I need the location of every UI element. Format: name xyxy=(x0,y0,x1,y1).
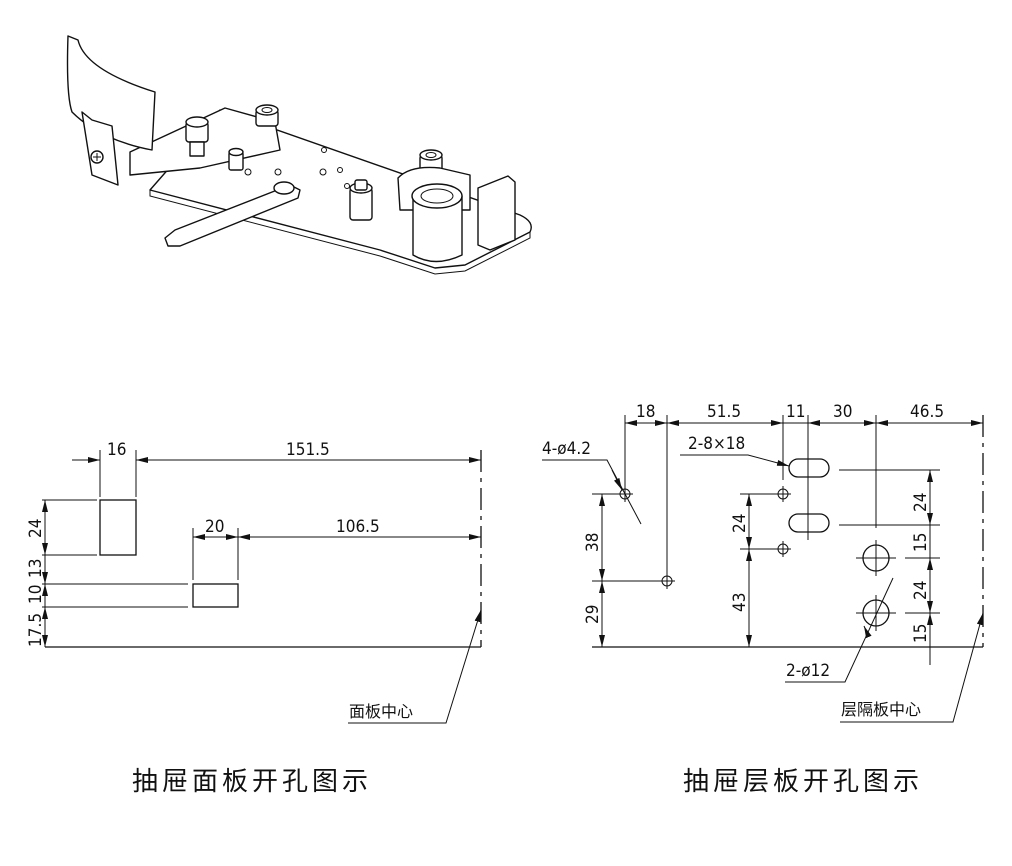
callout-slots: 2-8×18 xyxy=(688,434,745,454)
dim-gap: 13 xyxy=(26,559,46,578)
slot-1 xyxy=(788,458,830,478)
panel-cutout-drawing: 16 151.5 20 106.5 24 13 10 17.5 面板中心 抽屉面… xyxy=(26,440,482,797)
dim-right-2: 15 xyxy=(911,533,931,552)
shelf-caption: 抽屉层板开孔图示 xyxy=(683,767,923,797)
dim-right-3: 24 xyxy=(911,581,931,600)
lever-arm xyxy=(164,184,301,247)
bolt-2 xyxy=(255,104,279,127)
lock-assembly-illustration xyxy=(66,35,532,275)
dim-hole2-height: 10 xyxy=(26,585,46,604)
dim-hole1-height: 24 xyxy=(26,519,46,538)
dim-top-5: 46.5 xyxy=(910,402,944,422)
pin xyxy=(228,147,244,171)
dim-hole2-width: 20 xyxy=(205,517,224,537)
dim-right-1: 24 xyxy=(911,493,931,512)
dim-top-2: 51.5 xyxy=(707,402,741,422)
dim-right-4: 15 xyxy=(911,624,931,643)
dim-top-4: 30 xyxy=(833,402,852,422)
panel-caption: 抽屉面板开孔图示 xyxy=(132,767,372,797)
dim-left-29: 29 xyxy=(583,605,603,624)
bracket xyxy=(81,111,119,186)
bolt-1 xyxy=(185,116,209,157)
slot-2 xyxy=(788,513,830,533)
small-hole-4 xyxy=(775,541,791,557)
side-bracket xyxy=(477,175,516,251)
shelf-center-label: 层隔板中心 xyxy=(841,700,921,719)
dim-mid-24: 24 xyxy=(730,514,750,533)
dim-mid-43: 43 xyxy=(730,593,750,612)
cutout-hole-1 xyxy=(99,499,137,556)
shelf-cutout-drawing: 18 51.5 11 30 46.5 24 15 24 15 38 xyxy=(542,402,984,797)
callout-big-holes: 2-ø12 xyxy=(786,661,830,681)
dim-left-38: 38 xyxy=(583,533,603,552)
callout-small-holes: 4-ø4.2 xyxy=(542,439,591,459)
dim-top-3: 11 xyxy=(786,402,805,422)
big-hole-2 xyxy=(856,595,896,631)
dim-hole2-to-center: 106.5 xyxy=(336,517,380,537)
big-hole-1 xyxy=(856,540,896,576)
dim-top-1: 18 xyxy=(636,402,655,422)
dim-hole1-to-center: 151.5 xyxy=(286,440,330,460)
cutout-hole-2 xyxy=(192,583,239,608)
bolt-3 xyxy=(349,179,373,221)
small-hole-3 xyxy=(775,486,791,502)
dim-hole1-width: 16 xyxy=(107,440,126,460)
lock-cylinder xyxy=(412,195,463,263)
panel-center-label: 面板中心 xyxy=(349,702,413,721)
small-hole-2 xyxy=(659,573,675,589)
dim-bottom-offset: 17.5 xyxy=(26,613,46,647)
